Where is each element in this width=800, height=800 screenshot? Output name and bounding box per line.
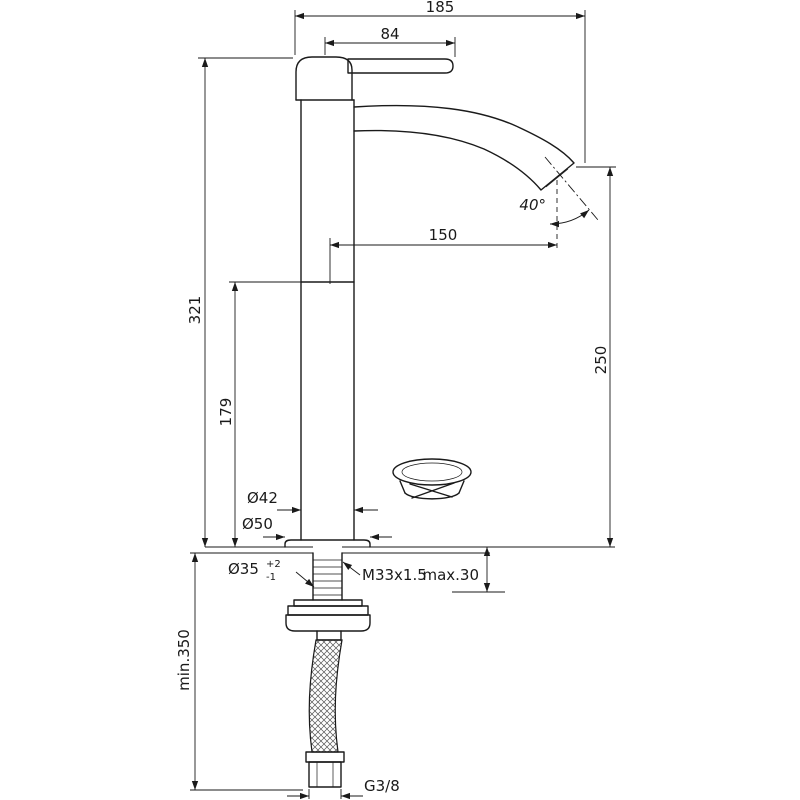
- dim-hose-length: min.350: [175, 553, 303, 791]
- hose-ferrule: [305, 751, 345, 763]
- faucet-spout: [353, 104, 575, 191]
- label-body-diameter: Ø42: [247, 489, 278, 507]
- aerator-line: [545, 168, 569, 188]
- label-min-hose-length: min.350: [175, 629, 193, 691]
- dim-hose-thread: G3/8: [287, 777, 400, 800]
- hose-nut: [308, 761, 342, 788]
- label-hole-tolerance-plus: +2: [266, 559, 281, 570]
- dim-height-to-deck: 321: [186, 57, 293, 547]
- mounting-flange: [284, 539, 371, 548]
- hole-leader-line: [295, 571, 315, 588]
- label-lever-length: 84: [380, 25, 399, 43]
- label-overall-width: 185: [426, 0, 455, 16]
- label-hose-thread: G3/8: [364, 777, 400, 795]
- deck-line: [190, 546, 615, 554]
- dim-hole-diameter: Ø35 +2 -1: [228, 559, 315, 588]
- faucet-body: [300, 99, 355, 541]
- label-base-diameter: Ø50: [242, 515, 273, 533]
- label-height-to-deck: 321: [186, 296, 204, 325]
- thread-leader-line: [342, 561, 361, 576]
- outlet-axis-line: [544, 156, 599, 221]
- threaded-shank: [312, 552, 343, 601]
- dim-body-diameter: Ø42: [247, 489, 378, 514]
- label-max-deck-thickness: max.30: [422, 566, 479, 584]
- mounting-nut: [285, 599, 371, 641]
- label-outlet-height: 250: [592, 346, 610, 375]
- label-spout-reach: 150: [429, 226, 458, 244]
- dim-base-diameter: Ø50: [242, 515, 392, 541]
- dim-upper-body-height: 179: [217, 281, 301, 547]
- faucet-handle-cap: [295, 56, 355, 101]
- waste-plug: [392, 458, 472, 500]
- supply-hose: [305, 639, 345, 763]
- dim-deck-thickness: max.30: [422, 547, 505, 593]
- label-spout-angle: 40°: [519, 196, 546, 214]
- label-hole-tolerance-minus: -1: [266, 572, 276, 583]
- angle-annotation: 40°: [519, 156, 599, 228]
- dim-outlet-height: 250: [576, 166, 616, 547]
- label-shank-thread: M33x1.5: [362, 566, 427, 584]
- label-upper-body-height: 179: [217, 398, 235, 427]
- dim-lever-length: 84: [324, 25, 456, 57]
- faucet-handle-lever: [347, 58, 454, 74]
- label-hole-diameter: Ø35: [228, 560, 259, 578]
- dim-shank-thread: M33x1.5: [342, 561, 427, 584]
- dim-overall-width: 185: [294, 0, 586, 163]
